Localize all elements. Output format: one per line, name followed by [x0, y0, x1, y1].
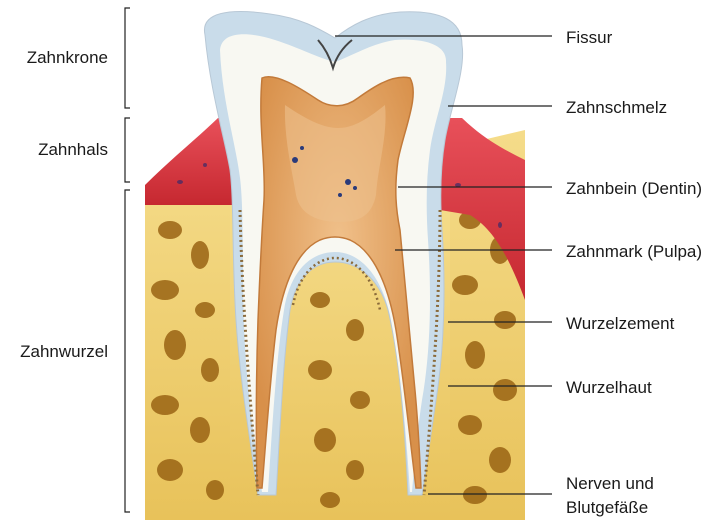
label-pulp: Zahnmark (Pulpa) [566, 241, 702, 263]
label-fissure: Fissur [566, 27, 612, 49]
label-periodontium: Wurzelhaut [566, 377, 652, 399]
label-nerves-line1: Nerven und [566, 473, 654, 495]
neck-bracket [125, 118, 130, 182]
label-enamel: Zahnschmelz [566, 97, 667, 119]
label-root: Zahnwurzel [20, 341, 108, 363]
crown-bracket [125, 8, 130, 108]
label-cementum: Wurzelzement [566, 313, 674, 335]
label-dentin: Zahnbein (Dentin) [566, 178, 702, 200]
label-neck: Zahnhals [38, 139, 108, 161]
root-bracket [125, 190, 130, 512]
label-nerves-line2: Blutgefäße [566, 497, 648, 519]
label-crown: Zahnkrone [27, 47, 108, 69]
